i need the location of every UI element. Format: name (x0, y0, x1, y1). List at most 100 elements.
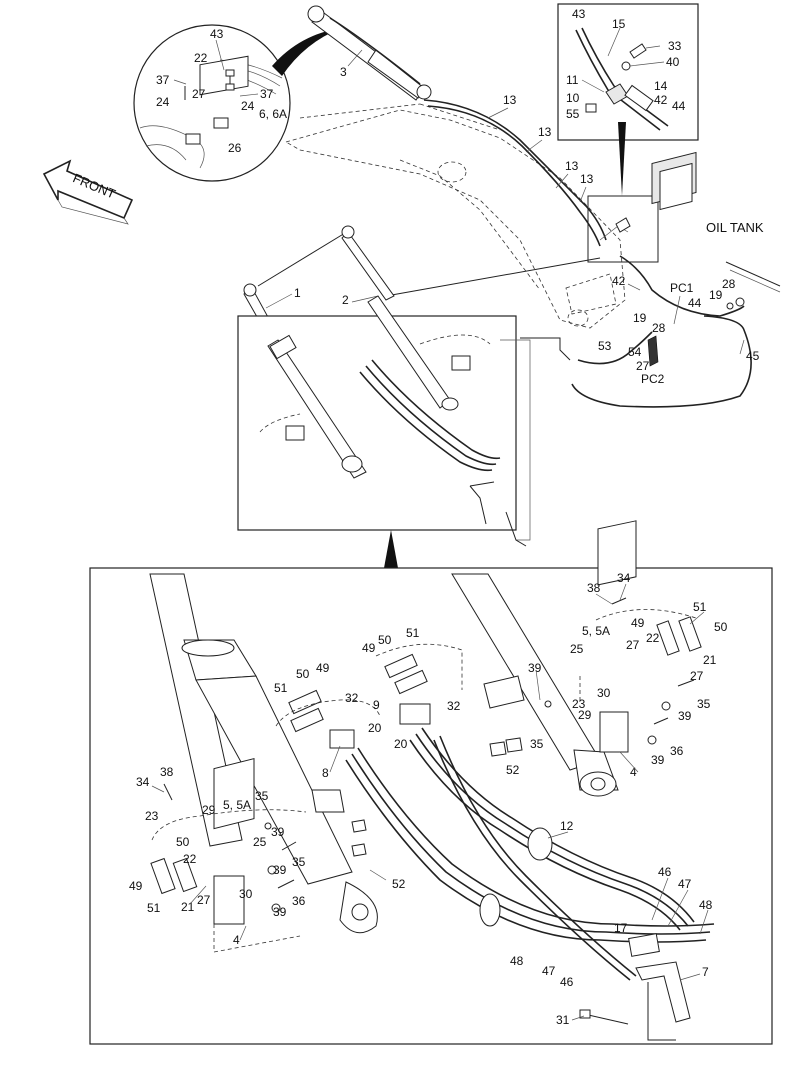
callout-22-a-bottom: 22 (646, 631, 660, 645)
callout-29-b: 29 (202, 803, 216, 817)
callout-53: 53 (598, 339, 612, 353)
callout-15: 15 (612, 17, 626, 31)
middle-detail-box (237, 295, 531, 541)
callout-43-b: 43 (572, 7, 586, 21)
callout-51-a: 51 (693, 600, 707, 614)
front-direction-arrow: FRONT (42, 159, 134, 225)
callout-13-b: 13 (538, 125, 552, 139)
callout-30-b: 30 (239, 887, 253, 901)
callout-27-c: 27 (197, 893, 211, 907)
callout-38-b: 38 (160, 765, 174, 779)
oil-tank-area: OIL TANK PC1 PC2 42 44 28 19 19 28 45 53… (571, 151, 781, 408)
callout-55: 55 (566, 107, 580, 121)
callout-13-a: 13 (503, 93, 517, 107)
callout-5-5a-b: 5, 5A (223, 798, 251, 812)
callout-12: 12 (560, 819, 574, 833)
boom-cylinder-3: 3 (307, 5, 432, 101)
callout-20-b: 20 (368, 721, 382, 735)
callout-47-a: 47 (678, 877, 692, 891)
callout-21-a: 21 (703, 653, 717, 667)
callout-24-a: 24 (156, 95, 170, 109)
callout-21-b: 21 (181, 900, 195, 914)
callout-28-a: 28 (722, 277, 736, 291)
callout-45: 45 (746, 349, 760, 363)
callout-10: 10 (566, 91, 580, 105)
left-valve-block (150, 758, 307, 953)
callout-25-b: 25 (253, 835, 267, 849)
callout-39-b: 39 (651, 753, 665, 767)
callout-29-a: 29 (578, 708, 592, 722)
callout-4-b: 4 (233, 933, 240, 947)
callout-39-f: 39 (273, 905, 287, 919)
detail-box-hose-clamp: 43 15 33 40 11 14 10 42 44 55 (557, 3, 699, 141)
callout-35-a: 35 (697, 697, 711, 711)
callout-44-a: 44 (672, 99, 686, 113)
callout-3: 3 (340, 65, 347, 79)
callout-27-a: 27 (192, 87, 206, 101)
callout-37-a: 37 (156, 73, 170, 87)
bottom-detail-box: 38 34 49 51 50 5, 5A 27 22 21 25 27 29 3… (89, 520, 773, 1045)
right-arm-cylinder (451, 573, 619, 797)
callout-9: 9 (373, 698, 380, 712)
callout-26: 26 (228, 141, 242, 155)
callout-20-a: 20 (394, 737, 408, 751)
callout-1: 1 (294, 286, 301, 300)
callout-47-b: 47 (542, 964, 556, 978)
callout-50-b: 50 (378, 633, 392, 647)
detail-pointer-b (618, 122, 626, 196)
callout-54: 54 (628, 345, 642, 359)
callout-36-b: 36 (292, 894, 306, 908)
callout-52-a: 52 (506, 763, 520, 777)
callout-35-d: 35 (292, 855, 306, 869)
clamp-locator-box (587, 195, 659, 263)
callout-36-a: 36 (670, 744, 684, 758)
callout-51-d: 51 (147, 901, 161, 915)
callout-49-a: 49 (631, 616, 645, 630)
callout-27-b-bottom: 27 (690, 669, 704, 683)
callout-49-b: 49 (362, 641, 376, 655)
detail-circle-boom-valve: 43 22 37 27 37 24 24 6, 6A 26 (133, 24, 291, 182)
callout-42-b: 42 (612, 274, 626, 288)
callout-11: 11 (566, 73, 579, 87)
callout-44-b: 44 (688, 296, 702, 310)
callout-17: 17 (614, 921, 628, 935)
callout-8: 8 (322, 766, 329, 780)
callout-33: 33 (668, 39, 682, 53)
callout-13-c: 13 (565, 159, 579, 173)
callout-28-b: 28 (652, 321, 666, 335)
callout-27-b: 27 (636, 359, 650, 373)
callout-46-a: 46 (658, 865, 672, 879)
callout-34-b: 34 (136, 775, 150, 789)
callout-48-a: 48 (699, 898, 713, 912)
detail-pointer-c (384, 530, 398, 568)
callout-39-e: 39 (273, 863, 287, 877)
callout-30-a: 30 (597, 686, 611, 700)
callout-51-b: 51 (406, 626, 420, 640)
right-valve-block (544, 520, 702, 753)
callout-40: 40 (666, 55, 680, 69)
callout-7: 7 (702, 965, 709, 979)
callout-23-b: 23 (145, 809, 159, 823)
callout-2: 2 (342, 293, 349, 307)
callout-14: 14 (654, 79, 668, 93)
boom-structure (284, 103, 626, 329)
callout-19-b: 19 (633, 311, 647, 325)
callout-31: 31 (556, 1013, 570, 1027)
callout-6-6a: 6, 6A (259, 107, 287, 121)
callout-32-b: 32 (345, 691, 359, 705)
callout-43-a: 43 (210, 27, 224, 41)
callout-19-a: 19 (709, 288, 723, 302)
callout-22-b: 22 (183, 852, 197, 866)
control-valve (647, 151, 697, 367)
callout-39-d: 39 (271, 825, 285, 839)
pc2-label: PC2 (641, 372, 665, 386)
callout-42-a: 42 (654, 93, 668, 107)
callout-39-c: 39 (528, 661, 542, 675)
callout-46-b: 46 (560, 975, 574, 989)
callout-5-5a-a: 5, 5A (582, 624, 610, 638)
callout-50-a: 50 (714, 620, 728, 634)
callout-51-c: 51 (274, 681, 288, 695)
callout-49-d: 49 (129, 879, 143, 893)
callout-4-a: 4 (630, 765, 637, 779)
